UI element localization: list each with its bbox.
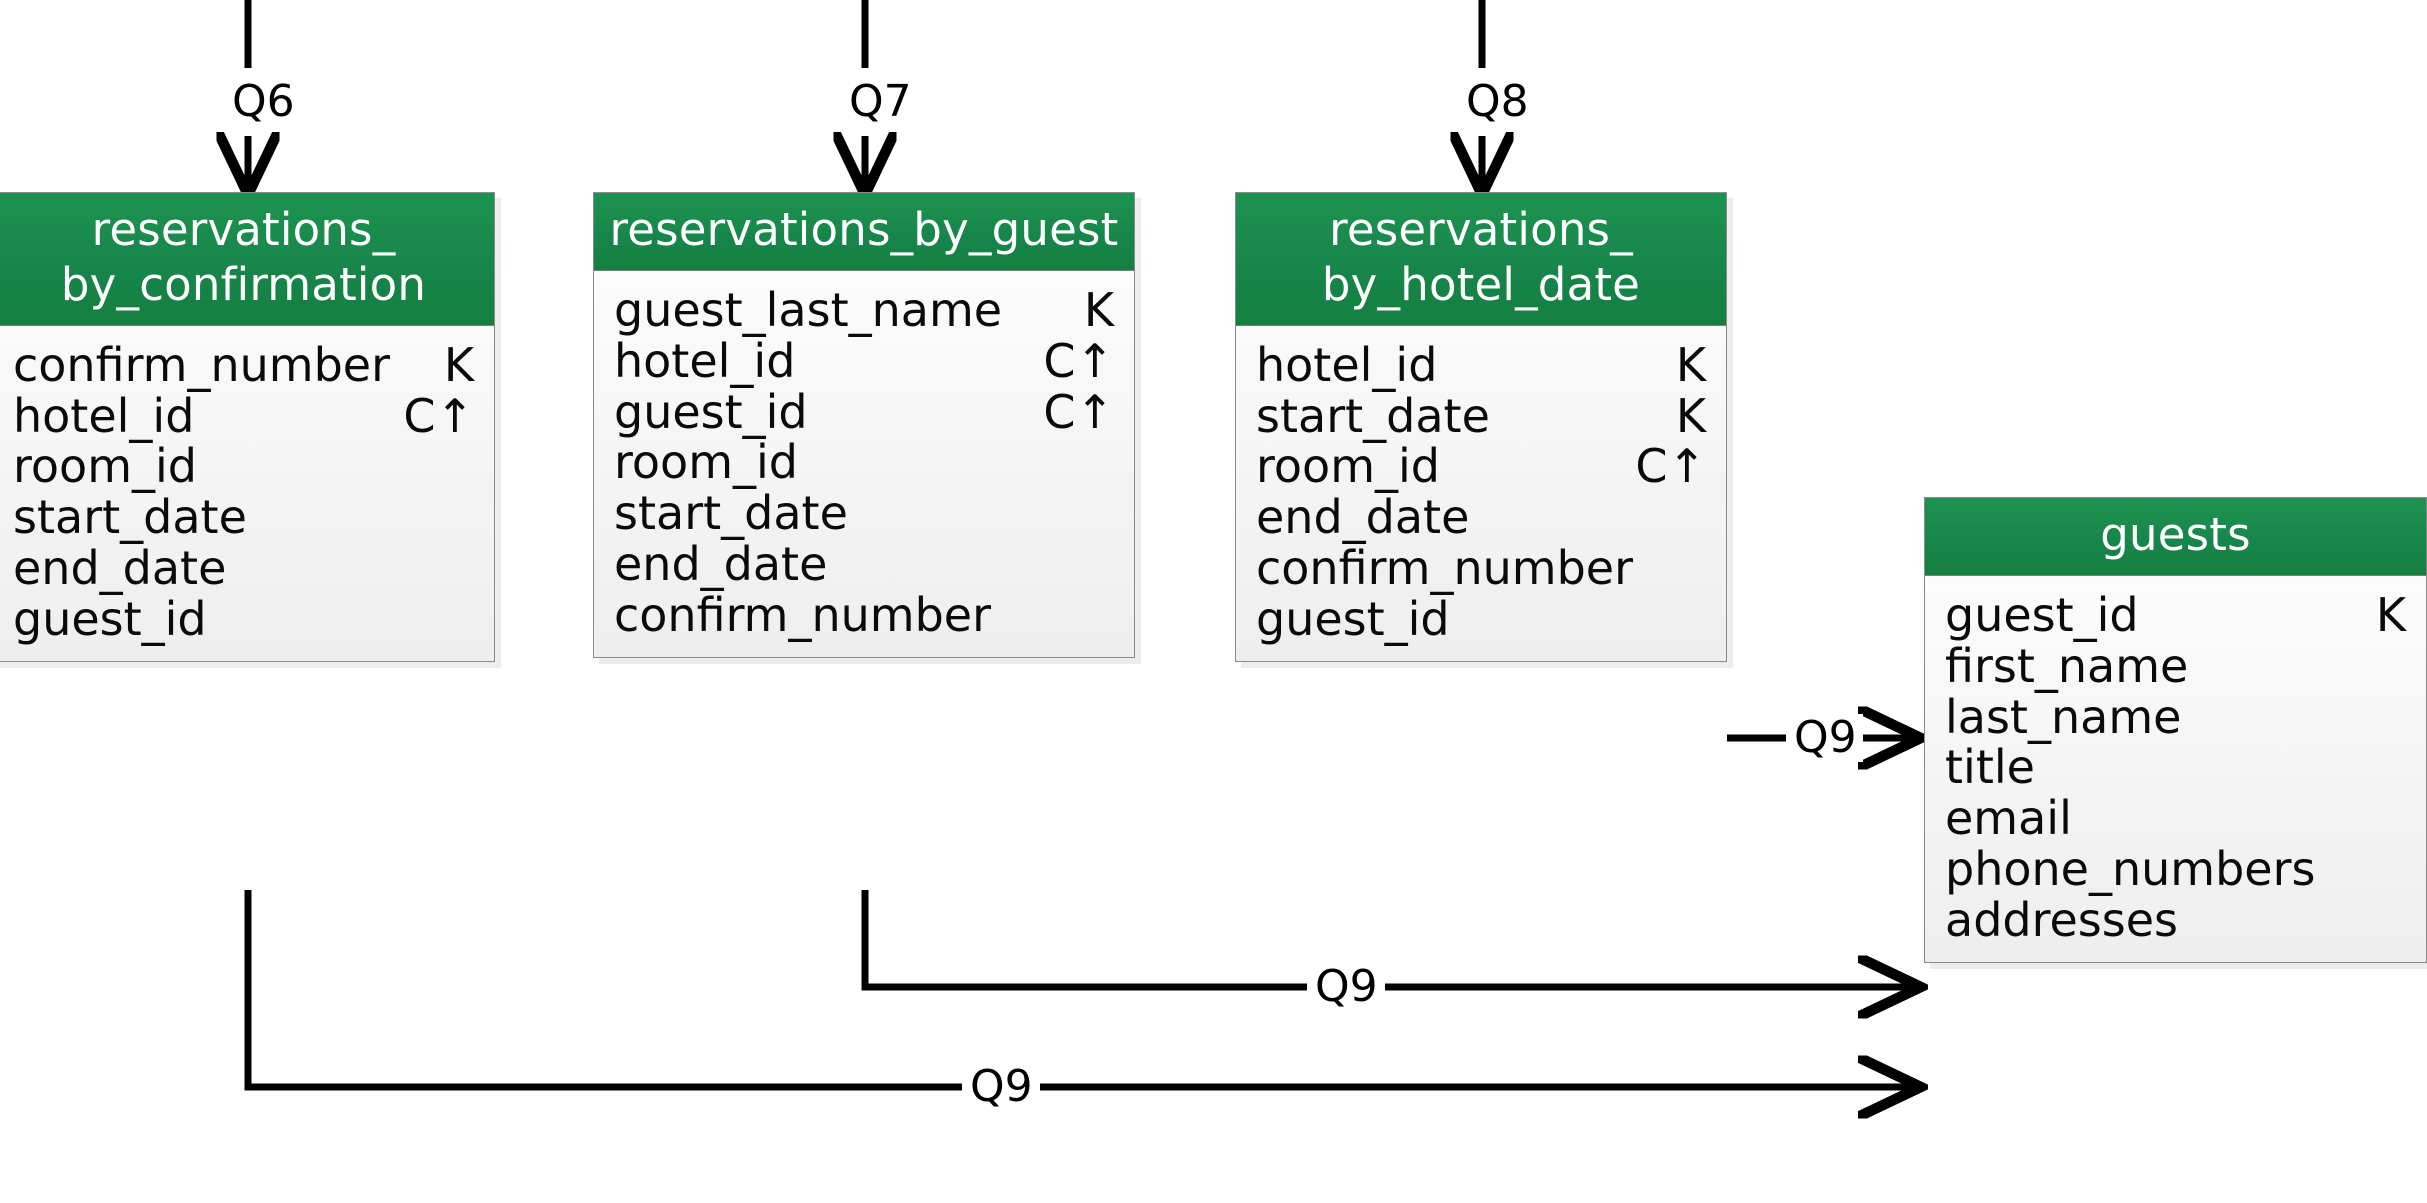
- column-key: C↑: [1043, 333, 1114, 388]
- column-name: email: [1945, 791, 2072, 846]
- column-name: end_date: [1256, 490, 1470, 545]
- column-name: end_date: [13, 541, 227, 596]
- column-row: guest_id K: [1945, 590, 2406, 641]
- column-row: room_id: [13, 441, 474, 492]
- column-name: start_date: [614, 486, 848, 541]
- column-row: first_name: [1945, 638, 2406, 693]
- column-name: guest_id: [1256, 591, 1450, 646]
- column-row: title: [1945, 742, 2406, 793]
- table-title-reservations-by-confirmation: reservations_ by_confirmation: [0, 193, 494, 326]
- table-card-reservations-by-guest[interactable]: reservations_by_guest guest_last_name K …: [593, 192, 1135, 658]
- column-key: C↑: [1043, 384, 1114, 439]
- column-key: K: [443, 337, 474, 392]
- column-row: guest_id C↑: [614, 384, 1114, 439]
- column-row: last_name: [1945, 689, 2406, 744]
- table-columns-reservations-by-hotel-date: hotel_id K start_date K room_id C↑ end_d…: [1236, 326, 1726, 661]
- column-key: K: [1675, 388, 1706, 443]
- column-name: addresses: [1945, 892, 2178, 947]
- edge-label-q6: Q6: [226, 78, 301, 126]
- table-columns-reservations-by-guest: guest_last_name K hotel_id C↑ guest_id C…: [594, 271, 1134, 657]
- column-name: hotel_id: [614, 333, 796, 388]
- edge-label-q7: Q7: [843, 78, 918, 126]
- column-row: start_date: [614, 488, 1114, 539]
- column-row: start_date K: [1256, 388, 1706, 443]
- table-columns-guests: guest_id K first_name last_name title em…: [1925, 576, 2426, 962]
- column-name: guest_id: [13, 591, 207, 646]
- column-name: first_name: [1945, 638, 2189, 693]
- column-name: start_date: [1256, 388, 1490, 443]
- column-key: K: [2375, 587, 2406, 642]
- edge-label-q8: Q8: [1460, 78, 1535, 126]
- edge-label-q9-hotel-date: Q9: [1788, 714, 1863, 762]
- column-key: K: [1675, 337, 1706, 392]
- column-name: hotel_id: [1256, 337, 1438, 392]
- column-row: email: [1945, 793, 2406, 844]
- column-row: phone_numbers: [1945, 844, 2406, 895]
- table-title-guests: guests: [1925, 498, 2426, 576]
- column-row: hotel_id K: [1256, 337, 1706, 392]
- column-name: title: [1945, 740, 2035, 795]
- column-row: confirm_number: [1256, 543, 1706, 594]
- column-name: phone_numbers: [1945, 842, 2316, 897]
- column-name: start_date: [13, 490, 247, 545]
- column-key: C↑: [1635, 439, 1706, 494]
- column-name: confirm_number: [13, 337, 391, 392]
- column-row: start_date: [13, 492, 474, 543]
- column-row: end_date: [1256, 492, 1706, 543]
- column-name: confirm_number: [614, 587, 992, 642]
- column-row: room_id: [614, 437, 1114, 488]
- column-row: hotel_id C↑: [13, 388, 474, 443]
- column-name: guest_id: [1945, 587, 2139, 642]
- column-row: guest_id: [13, 594, 474, 645]
- column-row: confirm_number: [614, 590, 1114, 641]
- column-key: C↑: [403, 388, 474, 443]
- column-row: hotel_id C↑: [614, 333, 1114, 388]
- column-row: room_id C↑: [1256, 441, 1706, 492]
- column-row: guest_last_name K: [614, 285, 1114, 336]
- column-name: hotel_id: [13, 388, 195, 443]
- edge-q9-by-confirmation: [244, 890, 962, 1091]
- column-name: guest_last_name: [614, 282, 1003, 337]
- edge-label-q9-by-confirmation: Q9: [964, 1063, 1039, 1111]
- column-name: confirm_number: [1256, 541, 1634, 596]
- column-name: guest_id: [614, 384, 808, 439]
- edge-label-q9-by-guest: Q9: [1309, 963, 1384, 1011]
- table-card-reservations-by-confirmation[interactable]: reservations_ by_confirmation confirm_nu…: [0, 192, 495, 662]
- table-title-reservations-by-guest: reservations_by_guest: [594, 193, 1134, 271]
- edge-q9-by-guest: [861, 890, 1307, 991]
- column-row: guest_id: [1256, 594, 1706, 645]
- column-name: room_id: [614, 435, 798, 490]
- table-columns-reservations-by-confirmation: confirm_number K hotel_id C↑ room_id sta…: [0, 326, 494, 661]
- table-card-reservations-by-hotel-date[interactable]: reservations_ by_hotel_date hotel_id K s…: [1235, 192, 1727, 662]
- column-name: room_id: [1256, 439, 1440, 494]
- table-card-guests[interactable]: guests guest_id K first_name last_name t…: [1924, 497, 2427, 963]
- column-name: last_name: [1945, 689, 2182, 744]
- column-key: K: [1083, 282, 1114, 337]
- column-name: room_id: [13, 439, 197, 494]
- column-name: end_date: [614, 537, 828, 592]
- column-row: end_date: [13, 543, 474, 594]
- table-title-reservations-by-hotel-date: reservations_ by_hotel_date: [1236, 193, 1726, 326]
- column-row: addresses: [1945, 895, 2406, 946]
- column-row: confirm_number K: [13, 337, 474, 392]
- column-row: end_date: [614, 539, 1114, 590]
